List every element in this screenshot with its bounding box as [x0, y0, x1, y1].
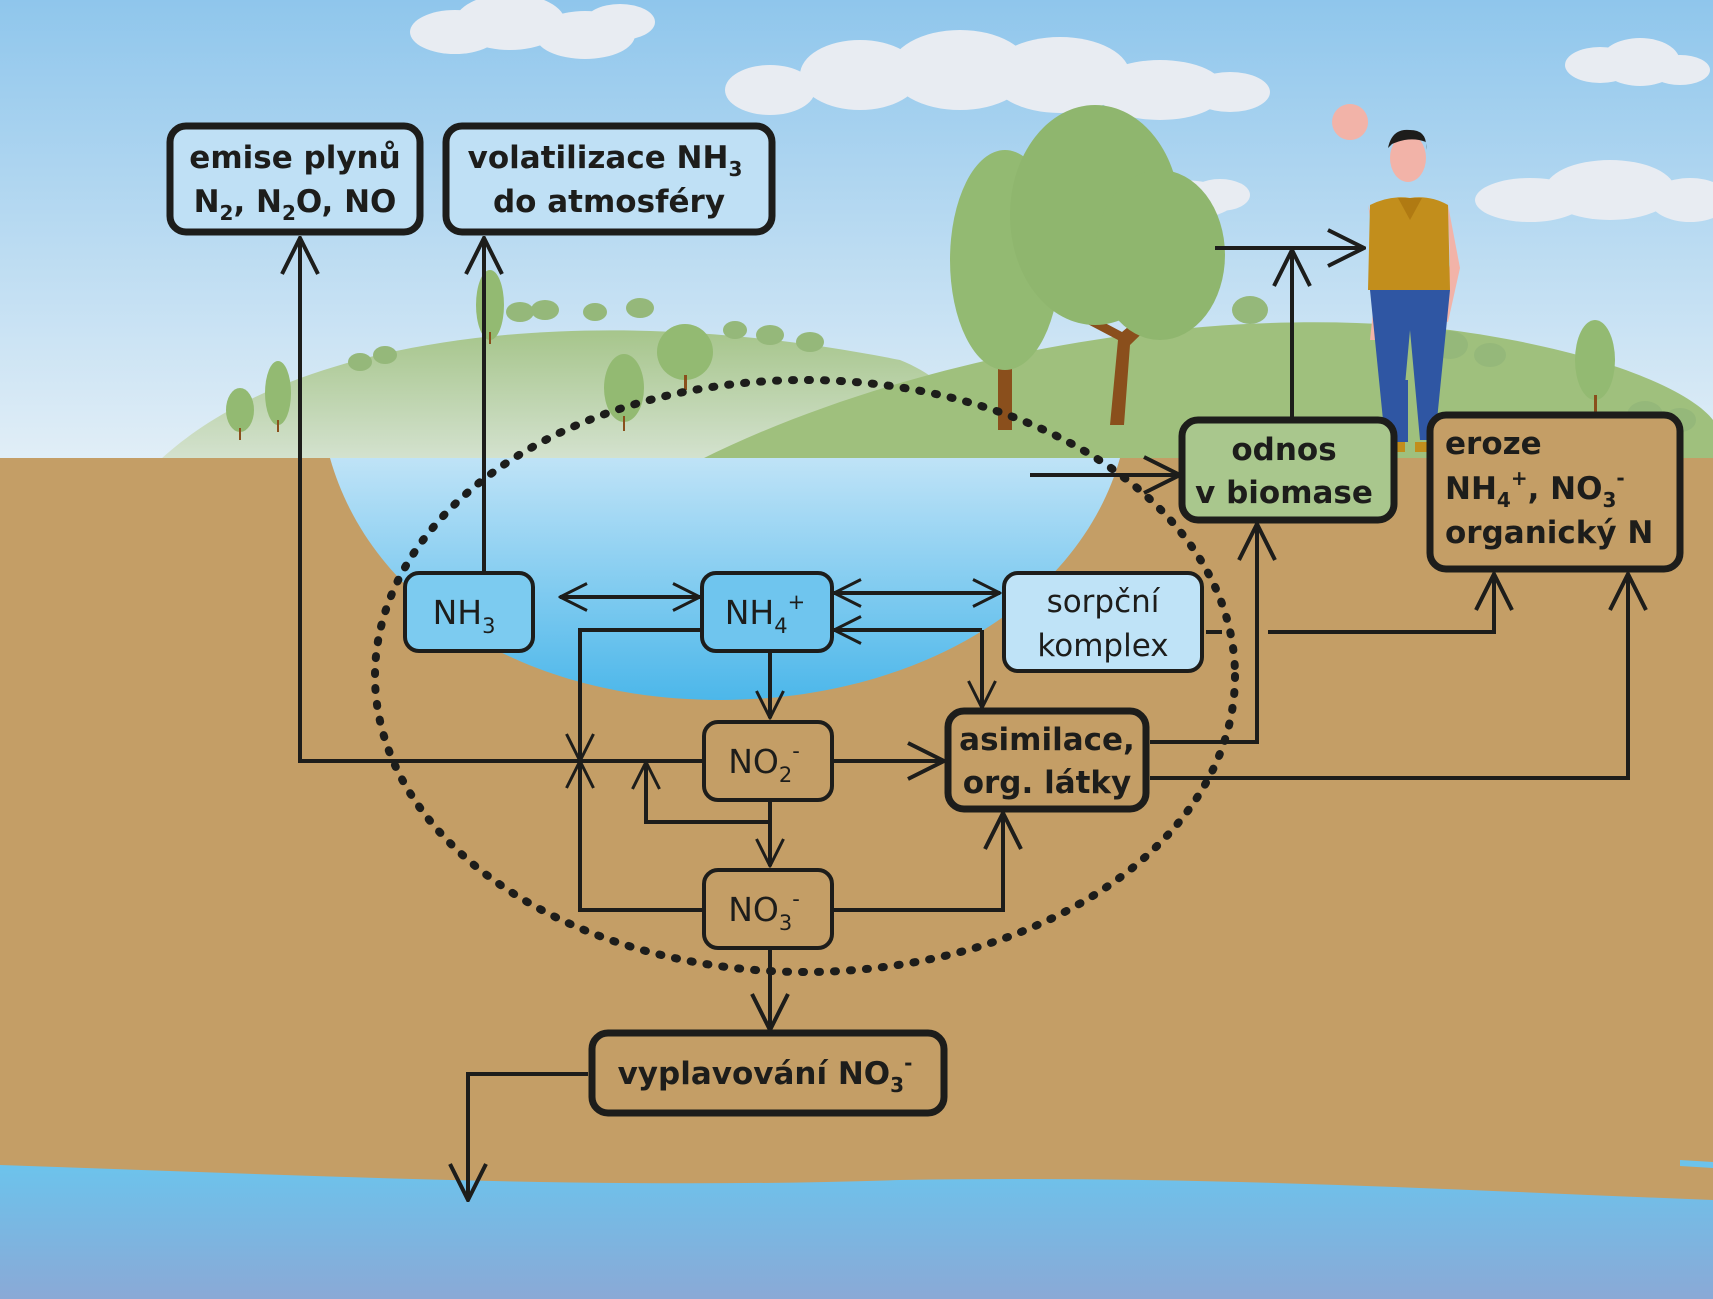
odnos-line1: odnos — [1231, 432, 1336, 468]
box-nh3: NH3 — [403, 571, 535, 653]
box-eroze: eroze NH4+, NO3- organický N — [1426, 411, 1684, 573]
box-no3: NO3- — [702, 868, 834, 950]
eroze-line2: NH4+, NO3- — [1445, 466, 1625, 512]
eroze-line1: eroze — [1445, 426, 1542, 462]
nh4-label: NH4+ — [725, 590, 805, 638]
box-vyplavovani: vyplavování NO3- — [588, 1029, 948, 1117]
no3-label: NO3- — [728, 887, 800, 935]
cloud-icon — [725, 30, 1270, 120]
volatilizace-line2: do atmosféry — [493, 184, 725, 220]
box-nh4: NH4+ — [700, 571, 834, 653]
groundwater-icon — [0, 1165, 1713, 1299]
odnos-line2: v biomase — [1195, 475, 1373, 511]
cloud-icon — [1565, 38, 1710, 86]
emise-line1: emise plynů — [189, 140, 400, 176]
sorpcni-line1: sorpční — [1047, 584, 1161, 620]
flow-arrows — [300, 238, 1628, 1200]
box-sorpcni-komplex: sorpční komplex — [1002, 571, 1204, 673]
volatilizace-line1: volatilizace NH3 — [468, 140, 743, 181]
tree-icon — [226, 388, 254, 440]
box-odnos: odnos v biomase — [1178, 416, 1398, 524]
asimilace-line1: asimilace, — [959, 722, 1135, 758]
box-emise: emise plynů N2, N2O, NO — [166, 122, 424, 236]
soil-system-boundary — [371, 376, 1239, 976]
vyplavovani-label: vyplavování NO3- — [618, 1051, 913, 1097]
box-asimilace: asimilace, org. látky — [944, 707, 1150, 813]
cloud-icon — [410, 0, 655, 59]
box-volatilizace: volatilizace NH3 do atmosféry — [442, 122, 776, 236]
tree-icon — [657, 324, 713, 390]
tree-icon — [265, 361, 291, 432]
asimilace-line2: org. látky — [963, 765, 1132, 801]
no2-label: NO2- — [728, 739, 800, 787]
eroze-line3: organický N — [1445, 515, 1653, 551]
box-no2: NO2- — [702, 720, 834, 802]
nh3-label: NH3 — [433, 593, 496, 638]
soil — [0, 458, 1713, 1299]
emise-line2: N2, N2O, NO — [194, 184, 397, 225]
sorpcni-line2: komplex — [1037, 628, 1168, 664]
tree-icon — [1575, 320, 1615, 425]
cloud-icon — [1475, 160, 1713, 222]
tree-icon — [1010, 105, 1225, 425]
